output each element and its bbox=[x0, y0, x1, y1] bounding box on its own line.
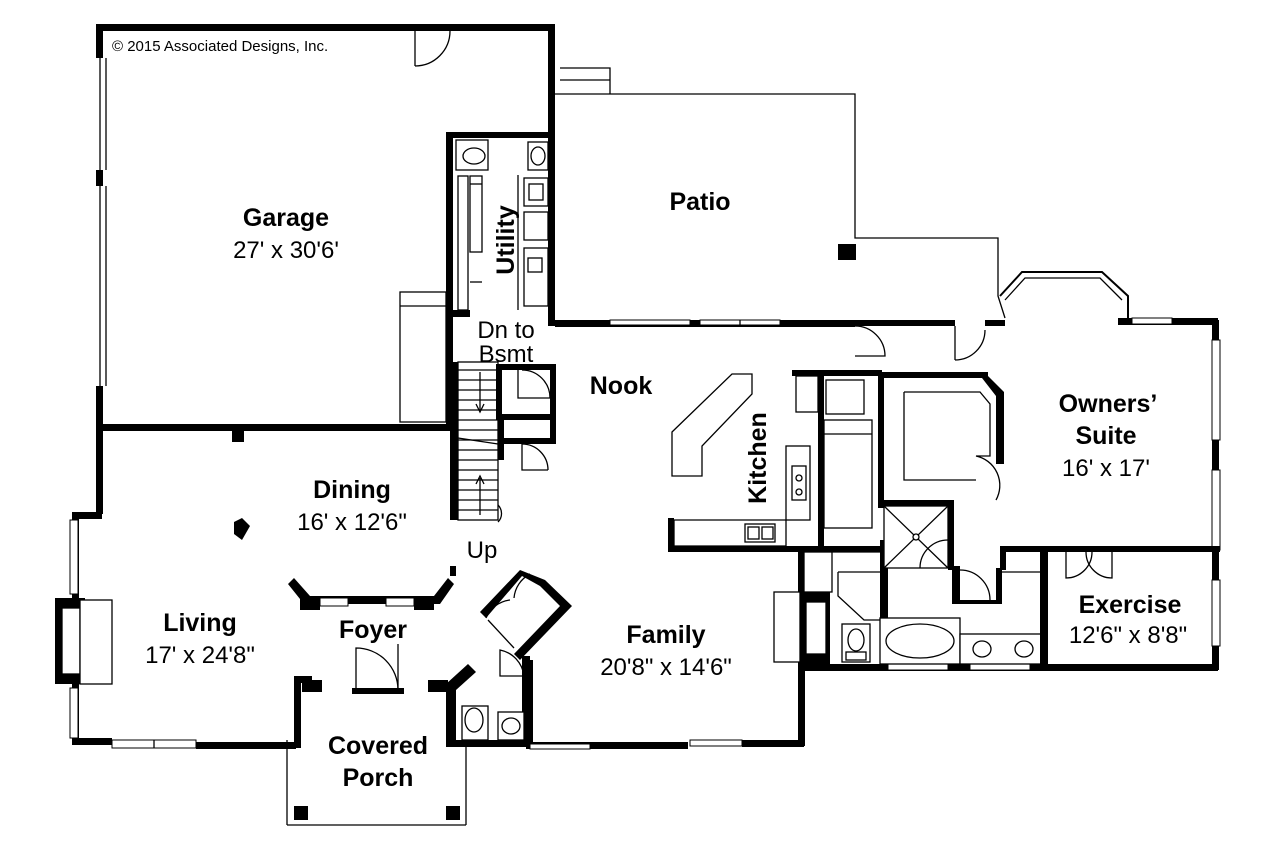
garage-label: Garage bbox=[243, 204, 329, 232]
powder-room bbox=[446, 649, 530, 746]
nook-label: Nook bbox=[590, 372, 653, 400]
garage-step bbox=[399, 291, 447, 423]
windows bbox=[69, 317, 1221, 750]
stairs-down-label-line2: Bsmt bbox=[479, 341, 534, 368]
covered-porch-label-line2: Porch bbox=[343, 764, 414, 792]
family-dims: 20'8" x 14'6" bbox=[600, 654, 732, 681]
foyer-closet bbox=[480, 570, 572, 660]
covered-porch-label-line1: Covered bbox=[328, 732, 428, 760]
owners-suite-walls bbox=[800, 372, 1004, 670]
master-bath bbox=[837, 546, 1220, 670]
living-label: Living bbox=[163, 609, 237, 637]
exercise-label: Exercise bbox=[1079, 591, 1182, 619]
exercise-dims: 12'6" x 8'8" bbox=[1069, 622, 1187, 649]
dining-label: Dining bbox=[313, 476, 391, 504]
utility-walls bbox=[446, 94, 555, 326]
living-dims: 17' x 24'8" bbox=[145, 642, 255, 669]
copyright-notice: © 2015 Associated Designs, Inc. bbox=[112, 38, 328, 55]
staircase bbox=[450, 361, 503, 523]
foyer-label: Foyer bbox=[339, 616, 407, 644]
family-label: Family bbox=[626, 621, 705, 649]
stairs-up-label: Up bbox=[467, 537, 498, 564]
patio-label: Patio bbox=[669, 188, 730, 216]
dining-foyer-walls bbox=[232, 430, 456, 691]
utility-fixtures bbox=[455, 139, 549, 311]
shower bbox=[883, 505, 949, 569]
dining-dims: 16' x 12'6" bbox=[297, 509, 407, 536]
garage-dims: 27' x 30'6' bbox=[233, 237, 339, 264]
stairs-down-label-line1: Dn to bbox=[477, 317, 534, 344]
family-fireplace bbox=[773, 551, 880, 664]
utility-label: Utility bbox=[492, 205, 520, 275]
owners-suite-label-line2: Suite bbox=[1075, 422, 1136, 450]
exercise-doors bbox=[1056, 546, 1122, 579]
kitchen bbox=[668, 370, 882, 552]
garage-walls bbox=[96, 24, 555, 431]
owners-suite-label-line1: Owners’ bbox=[1059, 390, 1158, 418]
hall-closets bbox=[496, 364, 556, 471]
garage-doors bbox=[99, 30, 451, 386]
owners-suite-dims: 16' x 17' bbox=[1062, 455, 1150, 482]
patio-outline bbox=[555, 67, 1006, 319]
kitchen-label: Kitchen bbox=[744, 412, 772, 504]
covered-porch bbox=[286, 740, 467, 826]
